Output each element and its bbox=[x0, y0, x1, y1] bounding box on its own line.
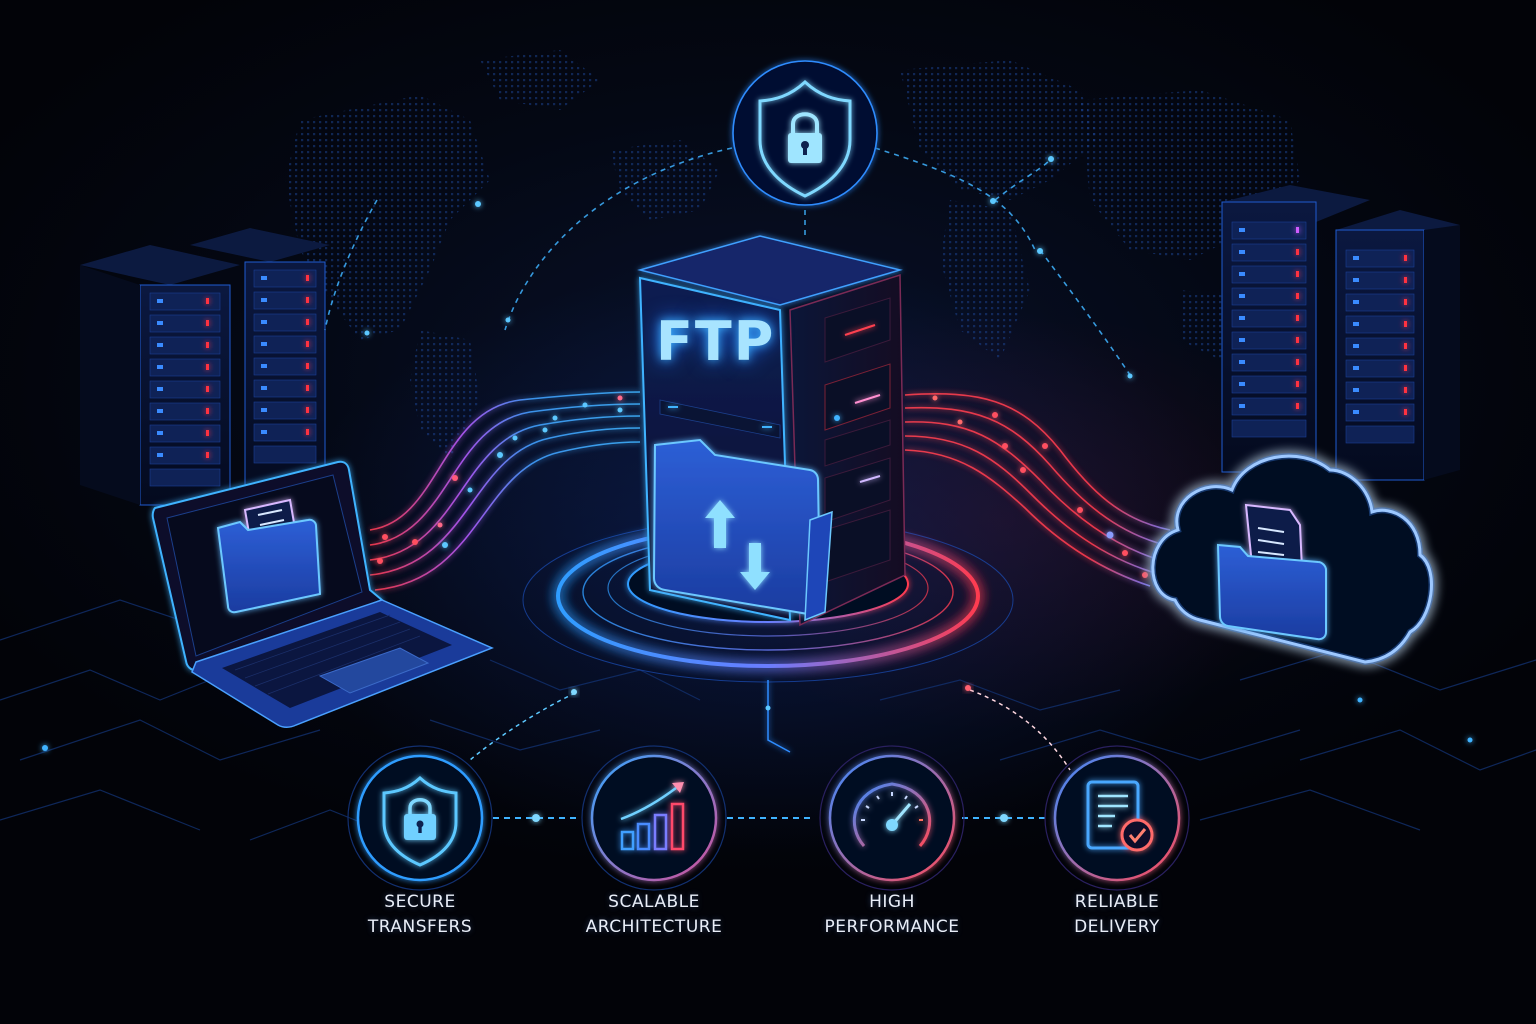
feature-label-scalable-architecture: SCALABLE ARCHITECTURE bbox=[544, 890, 764, 940]
feature-label-line1: SECURE bbox=[384, 892, 456, 912]
feature-label-line1: RELIABLE bbox=[1074, 892, 1160, 912]
feature-label-high-performance: HIGH PERFORMANCE bbox=[782, 890, 1002, 940]
growth-chart-icon bbox=[620, 782, 685, 851]
shield-lock-icon bbox=[758, 79, 852, 198]
feature-label-line1: HIGH bbox=[869, 892, 915, 912]
folder-document-icon bbox=[1216, 503, 1327, 641]
feature-label-reliable-delivery: RELIABLE DELIVERY bbox=[1007, 890, 1227, 940]
speedometer-icon bbox=[852, 782, 932, 848]
feature-badge-scalable-architecture bbox=[581, 745, 727, 891]
folder-document-icon bbox=[216, 498, 322, 614]
feature-badge-secure-transfers bbox=[347, 745, 493, 891]
feature-label-line2: TRANSFERS bbox=[367, 917, 473, 937]
feature-label-secure-transfers: SECURE TRANSFERS bbox=[310, 890, 530, 940]
document-check-icon bbox=[1086, 780, 1154, 852]
feature-label-line2: ARCHITECTURE bbox=[585, 917, 723, 937]
feature-label-line1: SCALABLE bbox=[608, 892, 700, 912]
feature-label-line2: PERFORMANCE bbox=[824, 917, 960, 937]
feature-badge-high-performance bbox=[819, 745, 965, 891]
feature-label-line2: DELIVERY bbox=[1074, 917, 1160, 937]
ftp-server-label: FTP bbox=[656, 310, 776, 373]
feature-badge-reliable-delivery bbox=[1044, 745, 1190, 891]
shield-lock-icon bbox=[382, 775, 458, 867]
